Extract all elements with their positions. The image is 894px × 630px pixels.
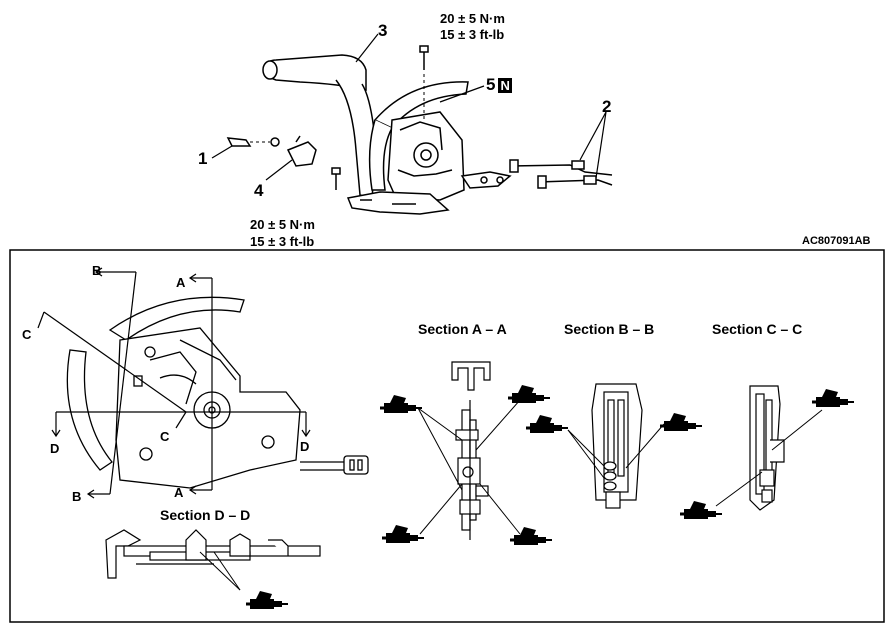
grease-leaders bbox=[199, 399, 823, 591]
grease-gun-icon bbox=[244, 589, 290, 611]
torque-spec-top-line2: 15 ± 3 ft-lb bbox=[440, 27, 505, 42]
section-mark-a-top: A bbox=[176, 275, 186, 290]
torque-spec-bottom-line1: 20 ± 5 N·m bbox=[250, 217, 315, 232]
section-c-c-drawing bbox=[749, 385, 785, 511]
section-title-cc: Section C – C bbox=[712, 321, 803, 337]
grease-gun-icon bbox=[658, 411, 704, 433]
callout-3: 3 bbox=[378, 21, 388, 40]
section-mark-c-left: C bbox=[22, 327, 32, 342]
section-a-a-drawing bbox=[451, 361, 491, 540]
section-mark-b-bottom: B bbox=[72, 489, 82, 504]
section-mark-b-top: B bbox=[92, 263, 102, 278]
section-title-bb: Section B – B bbox=[564, 321, 655, 337]
grease-gun-icon bbox=[378, 393, 424, 415]
grease-gun-icon bbox=[524, 413, 570, 435]
new-part-badge-icon: N bbox=[498, 78, 512, 93]
section-detail-frame bbox=[9, 249, 885, 623]
section-cut-lines bbox=[37, 267, 311, 499]
figure-code: AC807091AB bbox=[802, 235, 871, 247]
section-mark-d-left: D bbox=[50, 441, 60, 456]
grease-gun-icon bbox=[380, 523, 426, 545]
torque-spec-top-line1: 20 ± 5 N·m bbox=[440, 11, 505, 26]
callout-1: 1 bbox=[198, 149, 208, 168]
section-title-aa: Section A – A bbox=[418, 321, 507, 337]
callout-4: 4 bbox=[254, 181, 264, 200]
section-d-d-drawing bbox=[105, 529, 321, 579]
callout-5-number: 5 bbox=[486, 75, 496, 94]
callout-2: 2 bbox=[602, 97, 612, 116]
exploded-view bbox=[226, 45, 613, 215]
grease-gun-icon bbox=[810, 387, 856, 409]
section-mark-c-center: C bbox=[160, 429, 170, 444]
grease-gun-icon bbox=[678, 499, 724, 521]
torque-spec-bottom-line2: 15 ± 3 ft-lb bbox=[250, 234, 315, 249]
callout-leaders bbox=[211, 33, 607, 181]
main-side-view bbox=[66, 296, 369, 489]
section-title-dd: Section D – D bbox=[160, 507, 251, 523]
section-b-b-drawing bbox=[591, 383, 643, 509]
section-mark-a-bottom: A bbox=[174, 485, 184, 500]
grease-gun-icon bbox=[506, 383, 552, 405]
section-mark-d-right: D bbox=[300, 439, 310, 454]
